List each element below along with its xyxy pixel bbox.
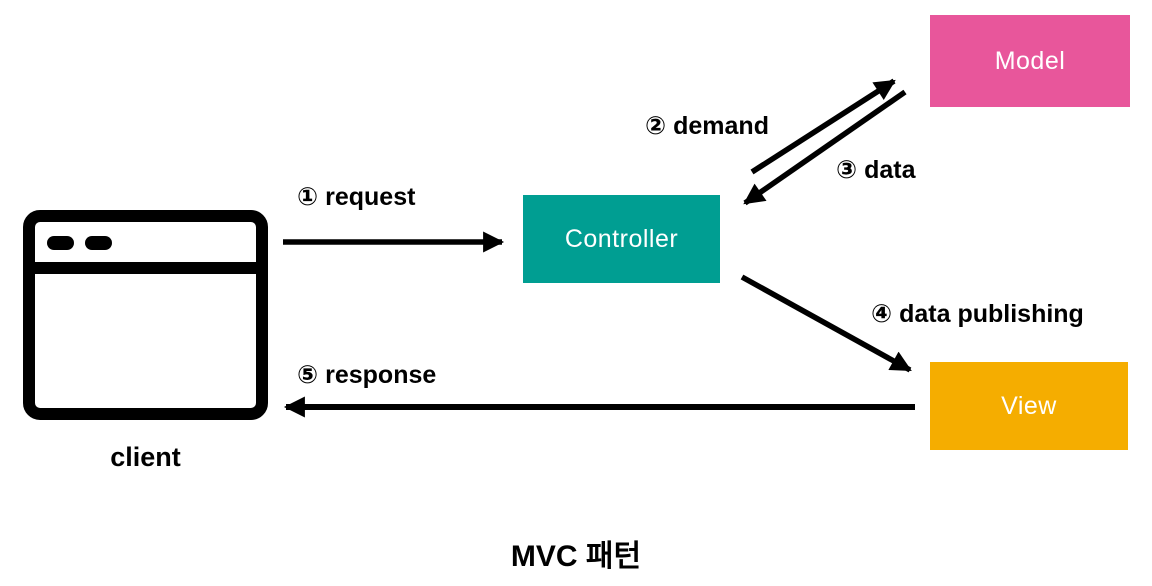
demand-arrow — [750, 78, 896, 175]
browser-window-icon — [23, 210, 268, 420]
diagram-title: MVC 패턴 — [510, 540, 642, 573]
controller-box: Controller — [523, 195, 720, 283]
response-arrow-label: ⑤ response — [297, 361, 437, 389]
client-label: client — [110, 442, 181, 472]
data-arrow — [743, 89, 907, 206]
request-arrow-label: ① request — [297, 183, 416, 211]
browser-dot-icon — [85, 236, 112, 250]
data-publishing-arrow — [740, 274, 912, 373]
data-arrow-label: ③ data — [836, 156, 916, 184]
view-box: View — [930, 362, 1128, 450]
model-box: Model — [930, 15, 1130, 107]
browser-dot-icon — [47, 236, 74, 250]
demand-arrow-label: ② demand — [645, 112, 769, 140]
data-publishing-arrow-label: ④ data publishing — [871, 300, 1084, 328]
